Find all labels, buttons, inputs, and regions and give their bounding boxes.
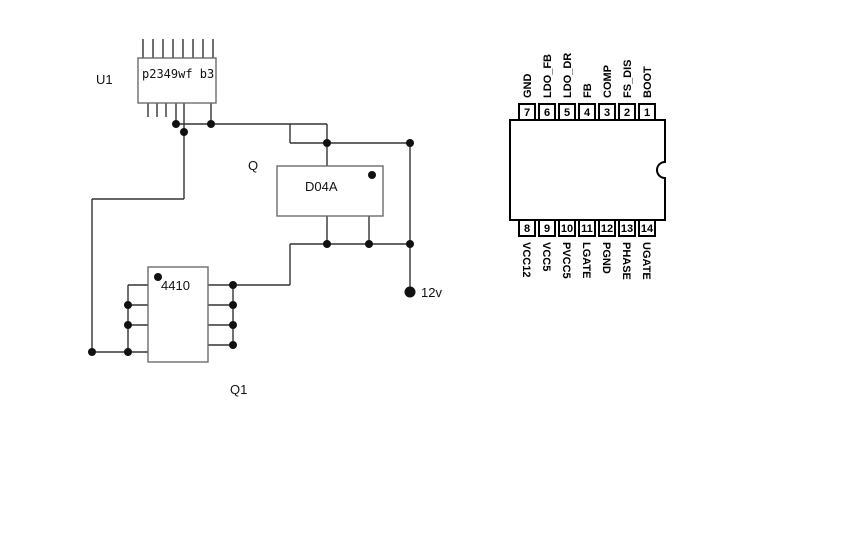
junction-dots	[88, 120, 414, 356]
pin-6-box	[538, 103, 556, 121]
pin-11-box	[578, 219, 596, 237]
junction-dot	[88, 348, 96, 356]
junction-dot	[406, 240, 414, 248]
u1-body	[137, 57, 217, 104]
pin-8-box	[518, 219, 536, 237]
junction-dot	[124, 301, 132, 309]
pin-8: 8 VCC12	[518, 219, 536, 277]
pin-14-box	[638, 219, 656, 237]
mosfet-pin1-dot	[154, 273, 162, 281]
pin-1-box	[638, 103, 656, 121]
mosfet-4410-component: 4410 Q1	[147, 266, 247, 397]
pin-2-number: 2	[624, 107, 630, 119]
pin-12-label: PGND	[600, 242, 612, 274]
pin-12-box	[598, 219, 616, 237]
pin-11: 11 LGATE	[578, 219, 596, 278]
supply-label: 12v	[421, 285, 442, 300]
junction-dot	[406, 139, 414, 147]
pin-5-box	[558, 103, 576, 121]
pin-11-number: 11	[581, 223, 593, 235]
pin-1-label: BOOT	[642, 66, 654, 98]
q-ref-label: Q	[248, 158, 258, 173]
pin-6-label: LDO_FB	[542, 54, 554, 98]
pin-9-number: 9	[544, 223, 550, 235]
junction-dot	[207, 120, 215, 128]
junction-dot	[323, 139, 331, 147]
junction-dot	[229, 341, 237, 349]
mosfet-part-label: 4410	[161, 278, 190, 293]
u1-ref-label: U1	[96, 72, 113, 87]
junction-dot	[229, 321, 237, 329]
mosfet-body	[147, 266, 209, 363]
pin-10-box	[558, 219, 576, 237]
pin-3: 3 COMP	[598, 65, 616, 121]
circuit: U1 p2349wf b3 Q D04A 4410 Q1	[88, 39, 442, 397]
pin-9-label: VCC5	[540, 242, 552, 271]
pin-1-number: 1	[644, 107, 650, 119]
pin-3-number: 3	[604, 107, 610, 119]
pin-4: 4 FB	[578, 83, 596, 121]
junction-dot	[172, 120, 180, 128]
pin-5-label: LDO_DR	[562, 53, 574, 98]
pin-14: 14 UGATE	[638, 219, 656, 280]
pin-7-box	[518, 103, 536, 121]
pin-14-number: 14	[641, 223, 654, 235]
pin-2-box	[618, 103, 636, 121]
junction-dot	[229, 301, 237, 309]
pin-13-number: 13	[621, 223, 633, 235]
pin-10: 10 PVCC5	[558, 219, 576, 279]
d04a-component: Q D04A	[248, 158, 384, 217]
pin-5-number: 5	[564, 107, 570, 119]
pin-9-box	[538, 219, 556, 237]
pin-14-label: UGATE	[640, 242, 652, 280]
pin-1: 1 BOOT	[638, 66, 656, 121]
junction-dot	[124, 321, 132, 329]
pin-13-box	[618, 219, 636, 237]
pin-13-label: PHASE	[620, 242, 632, 280]
junction-dot	[323, 240, 331, 248]
pin-8-label: VCC12	[520, 242, 532, 277]
pin-5: 5 LDO_DR	[558, 53, 576, 121]
pin-2-label: FS_DIS	[622, 59, 634, 98]
d04a-part-label: D04A	[305, 179, 338, 194]
pin-12-number: 12	[601, 223, 613, 235]
ic-pinout: 7 GND 6 LDO_FB 5 LDO_DR 4 FB 3 COMP	[509, 53, 666, 280]
q1-ref-label: Q1	[230, 382, 247, 397]
pin-7-label: GND	[522, 74, 534, 99]
ic-package-body	[509, 119, 666, 221]
pin-9: 9 VCC5	[538, 219, 556, 271]
pin-7-number: 7	[524, 107, 530, 119]
junction-dot	[180, 128, 188, 136]
junction-dot	[229, 281, 237, 289]
pin-2: 2 FS_DIS	[618, 59, 636, 121]
pin-4-number: 4	[584, 107, 591, 119]
pin-13: 13 PHASE	[618, 219, 636, 280]
pin-3-label: COMP	[602, 65, 614, 98]
u1-chip: U1 p2349wf b3	[96, 57, 217, 104]
pin-3-box	[598, 103, 616, 121]
pin-10-number: 10	[561, 223, 573, 235]
pin-6: 6 LDO_FB	[538, 54, 556, 121]
d04a-body	[276, 165, 384, 217]
pin-4-box	[578, 103, 596, 121]
u1-part-label: p2349wf b3	[142, 67, 214, 81]
pin-10-label: PVCC5	[560, 242, 572, 279]
pin-4-label: FB	[582, 83, 594, 98]
pin-8-number: 8	[524, 223, 530, 235]
pin-7: 7 GND	[518, 74, 536, 121]
junction-dot	[365, 240, 373, 248]
junction-dot	[124, 348, 132, 356]
supply-12v: 12v	[404, 285, 442, 300]
supply-terminal-dot	[404, 286, 416, 298]
pin-12: 12 PGND	[598, 219, 616, 274]
pin-11-label: LGATE	[580, 242, 592, 278]
d04a-pin1-dot	[368, 171, 376, 179]
pin-6-number: 6	[544, 107, 550, 119]
circuit-wires	[91, 39, 411, 353]
